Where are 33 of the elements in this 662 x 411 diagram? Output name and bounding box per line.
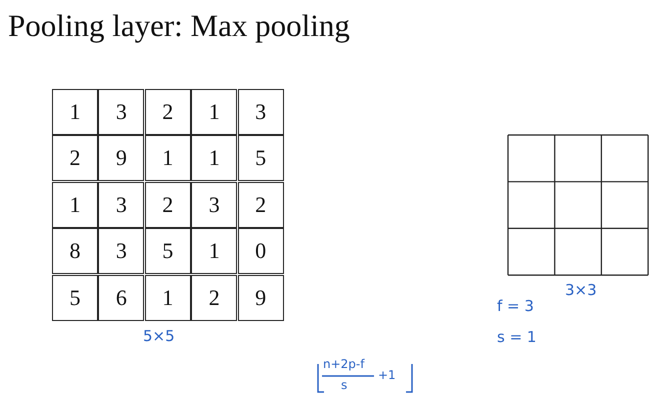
grid-cell: 3 [191,182,238,228]
grid-cell: 1 [191,135,238,182]
grid-cell: 3 [98,89,144,135]
grid-cell: 0 [238,228,284,274]
grid-cell: 3 [238,89,284,135]
grid-cell: 9 [98,135,144,182]
formula-text: n+2p-f [323,357,364,371]
formula-text: s [341,378,348,392]
handwritten-note: 5×5 [143,327,175,345]
grid-cell: 1 [52,182,98,228]
grid-cell: 6 [98,274,144,321]
formula-text: +1 [378,368,396,382]
grid-cell: 2 [238,182,284,228]
handwritten-note: s = 1 [497,328,536,346]
grid-cell: 5 [52,274,98,321]
grid-cell: 5 [144,228,191,274]
grid-cell: 2 [144,89,191,135]
grid-cell: 5 [238,135,284,182]
grid-cell: 1 [144,274,191,321]
grid-cell: 2 [52,135,98,182]
grid-cell: 2 [144,182,191,228]
grid-cell: 1 [52,89,98,135]
grid-cell: 1 [144,135,191,182]
grid-cell: 3 [98,228,144,274]
grid-cell: 1 [191,228,238,274]
grid-cell: 3 [98,182,144,228]
grid-cell: 8 [52,228,98,274]
grid-cell: 1 [191,89,238,135]
grid-cell: 9 [238,274,284,321]
handwritten-note: f = 3 [497,297,534,315]
title: Pooling layer: Max pooling [8,8,350,44]
grid-cell: 2 [191,274,238,321]
handwritten-note: 3×3 [565,281,597,299]
